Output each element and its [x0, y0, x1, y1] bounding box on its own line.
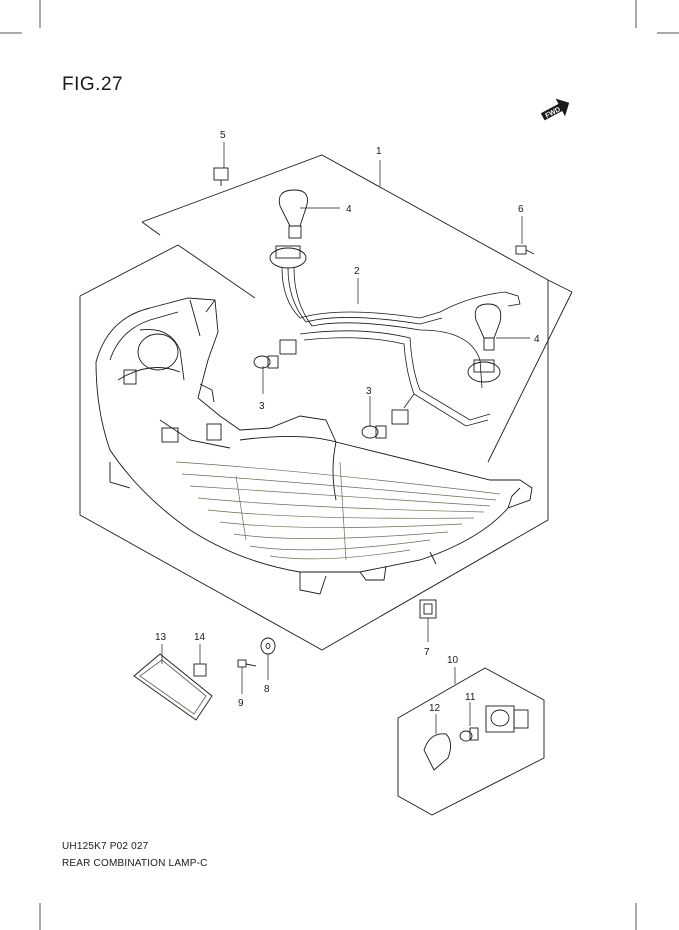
- callout-13: 13: [155, 632, 167, 643]
- figure-name: REAR COMBINATION LAMP-C: [62, 858, 208, 869]
- screw-icon: [237, 659, 257, 668]
- screw-icon: [213, 167, 229, 186]
- bulb-icon: [278, 189, 308, 239]
- callout-3: 3: [259, 401, 265, 412]
- reflector-icon: [133, 653, 213, 721]
- figure-title: FIG.27: [62, 74, 124, 95]
- callout-2: 2: [354, 266, 360, 277]
- callout-7: 7: [424, 647, 430, 658]
- callout-5: 5: [220, 130, 226, 141]
- figure-code: UH125K7 P02 027: [62, 841, 149, 852]
- nut-icon: [419, 599, 437, 619]
- screw-icon: [515, 245, 535, 255]
- callout-4: 4: [534, 334, 540, 345]
- callout-11: 11: [465, 692, 476, 703]
- bulb-socket-small: [279, 339, 409, 425]
- callout-14: 14: [194, 632, 206, 643]
- fwd-arrow-icon: FWD: [540, 98, 570, 121]
- bulb-cover-icon: [423, 733, 451, 771]
- callout-10: 10: [447, 655, 459, 666]
- bulb-socket-icon: [485, 705, 529, 733]
- callout-labels: 1 2 3 3 4 4 5 6 7 8 9 10 11 12 13 14: [155, 130, 540, 714]
- washer-icon: [260, 637, 276, 655]
- bulb-socket-upper: [269, 245, 307, 269]
- bulb-socket-right: [467, 359, 501, 383]
- callout-6: 6: [518, 204, 524, 215]
- callout-4: 4: [346, 204, 352, 215]
- callout-1: 1: [376, 146, 382, 157]
- wedge-bulb-icon: [459, 727, 479, 742]
- nut-icon: [193, 663, 207, 677]
- callout-3: 3: [366, 386, 372, 397]
- wedge-bulb-icon: [253, 355, 279, 369]
- callout-8: 8: [264, 684, 270, 695]
- assembly-boundary: [79, 154, 573, 651]
- bulb-icon: [474, 303, 502, 351]
- leader-lines: [161, 142, 530, 734]
- socket-assembly-boundary: [397, 667, 545, 816]
- fwd-label: FWD: [544, 106, 561, 120]
- callout-9: 9: [238, 698, 244, 709]
- rear-lamp-housing: [95, 297, 533, 595]
- wedge-bulb-icon: [361, 425, 387, 439]
- lens-ribs: [175, 461, 501, 561]
- callout-12: 12: [429, 703, 441, 714]
